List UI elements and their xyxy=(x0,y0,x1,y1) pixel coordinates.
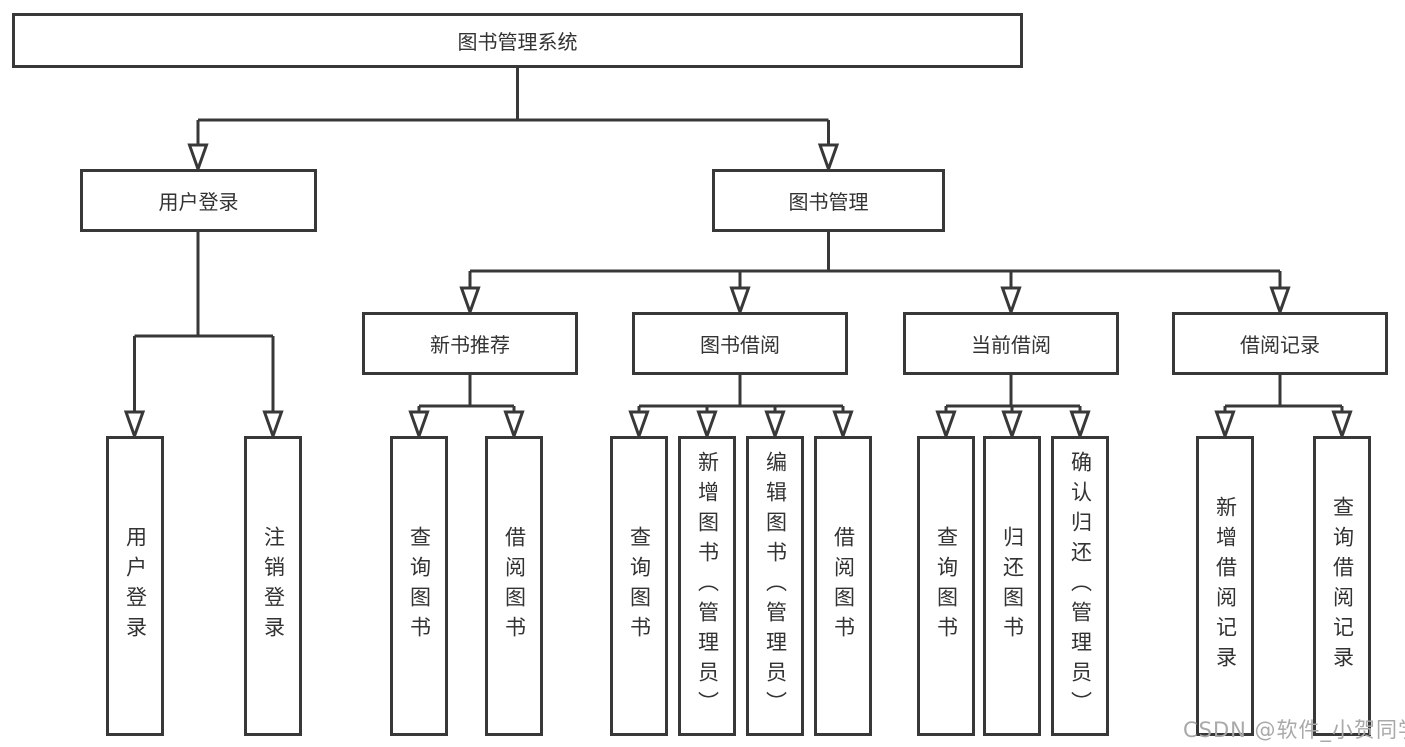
leaf-edit-books-admin: 编辑图书（管理员） xyxy=(746,436,804,736)
leaf-label: 确认归还（管理员） xyxy=(1068,451,1093,721)
arrow-down-icon xyxy=(730,286,750,314)
node-label: 用户登录 xyxy=(158,190,239,214)
node-book-management: 图书管理 xyxy=(712,169,945,232)
node-new-book-recommendation: 新书推荐 xyxy=(362,312,578,375)
node-label: 借阅记录 xyxy=(1240,333,1320,357)
leaf-label: 用户登录 xyxy=(123,526,148,646)
arrow-down-icon xyxy=(765,410,785,438)
arrow-down-icon xyxy=(1332,410,1352,438)
connector-new-book xyxy=(417,375,516,413)
leaf-confirm-return-admin: 确认归还（管理员） xyxy=(1051,436,1109,736)
arrow-down-icon xyxy=(833,410,853,438)
arrow-down-icon xyxy=(818,143,839,171)
arrow-down-icon xyxy=(124,410,145,438)
arrow-down-icon xyxy=(1070,410,1090,438)
connector-user-login xyxy=(133,232,275,413)
leaf-logout: 注销登录 xyxy=(244,436,302,736)
leaf-borrow-books-2: 借阅图书 xyxy=(814,436,872,736)
node-label: 图书管理 xyxy=(788,190,869,214)
leaf-label: 查询借阅记录 xyxy=(1330,496,1355,676)
node-user-login: 用户登录 xyxy=(80,169,317,232)
arrow-down-icon xyxy=(697,410,717,438)
connector-book-borrowing xyxy=(637,375,845,413)
arrow-down-icon xyxy=(460,286,480,314)
leaf-borrow-books: 借阅图书 xyxy=(485,436,543,736)
node-borrowing-records: 借阅记录 xyxy=(1172,312,1388,375)
node-label: 当前借阅 xyxy=(971,333,1051,357)
leaf-add-books-admin: 新增图书（管理员） xyxy=(678,436,736,736)
leaf-query-borrowing-record: 查询借阅记录 xyxy=(1313,436,1371,736)
arrow-down-icon xyxy=(188,143,208,171)
leaf-label: 查询图书 xyxy=(934,526,959,646)
leaf-label: 新增图书（管理员） xyxy=(695,451,720,721)
connector-borrowing-records xyxy=(1223,375,1344,413)
arrow-down-icon xyxy=(504,410,524,438)
csdn-watermark: CSDN @软件_小贺同学 xyxy=(1183,718,1405,742)
connector-book-management xyxy=(468,232,1282,289)
arrow-down-icon xyxy=(1002,410,1022,438)
leaf-label: 借阅图书 xyxy=(502,526,527,646)
arrow-down-icon xyxy=(1270,286,1290,314)
connector-root xyxy=(196,68,830,146)
leaf-query-books: 查询图书 xyxy=(390,436,448,736)
node-label: 新书推荐 xyxy=(430,333,510,357)
arrow-down-icon xyxy=(1001,286,1021,314)
arrow-down-icon xyxy=(1215,410,1235,438)
arrow-down-icon xyxy=(263,410,283,438)
leaf-label: 查询图书 xyxy=(627,526,652,646)
node-current-borrowing: 当前借阅 xyxy=(903,312,1119,375)
node-book-borrowing: 图书借阅 xyxy=(632,312,848,375)
leaf-label: 归还图书 xyxy=(1000,526,1025,646)
leaf-user-login: 用户登录 xyxy=(106,436,164,736)
arrow-down-icon xyxy=(629,410,649,438)
leaf-query-books-3: 查询图书 xyxy=(917,436,975,736)
leaf-add-borrowing-record: 新增借阅记录 xyxy=(1196,436,1254,736)
node-root-library-management-system: 图书管理系统 xyxy=(12,13,1023,68)
connector-current-borrowing xyxy=(944,375,1082,413)
leaf-label: 新增借阅记录 xyxy=(1213,496,1238,676)
node-label: 图书借阅 xyxy=(700,333,780,357)
arrow-down-icon xyxy=(409,410,429,438)
leaf-query-books-2: 查询图书 xyxy=(610,436,668,736)
leaf-label: 注销登录 xyxy=(261,526,286,646)
leaf-return-books: 归还图书 xyxy=(983,436,1041,736)
node-label: 图书管理系统 xyxy=(457,30,578,54)
leaf-label: 借阅图书 xyxy=(831,526,856,646)
leaf-label: 查询图书 xyxy=(407,526,432,646)
leaf-label: 编辑图书（管理员） xyxy=(763,451,788,721)
arrow-down-icon xyxy=(936,410,956,438)
